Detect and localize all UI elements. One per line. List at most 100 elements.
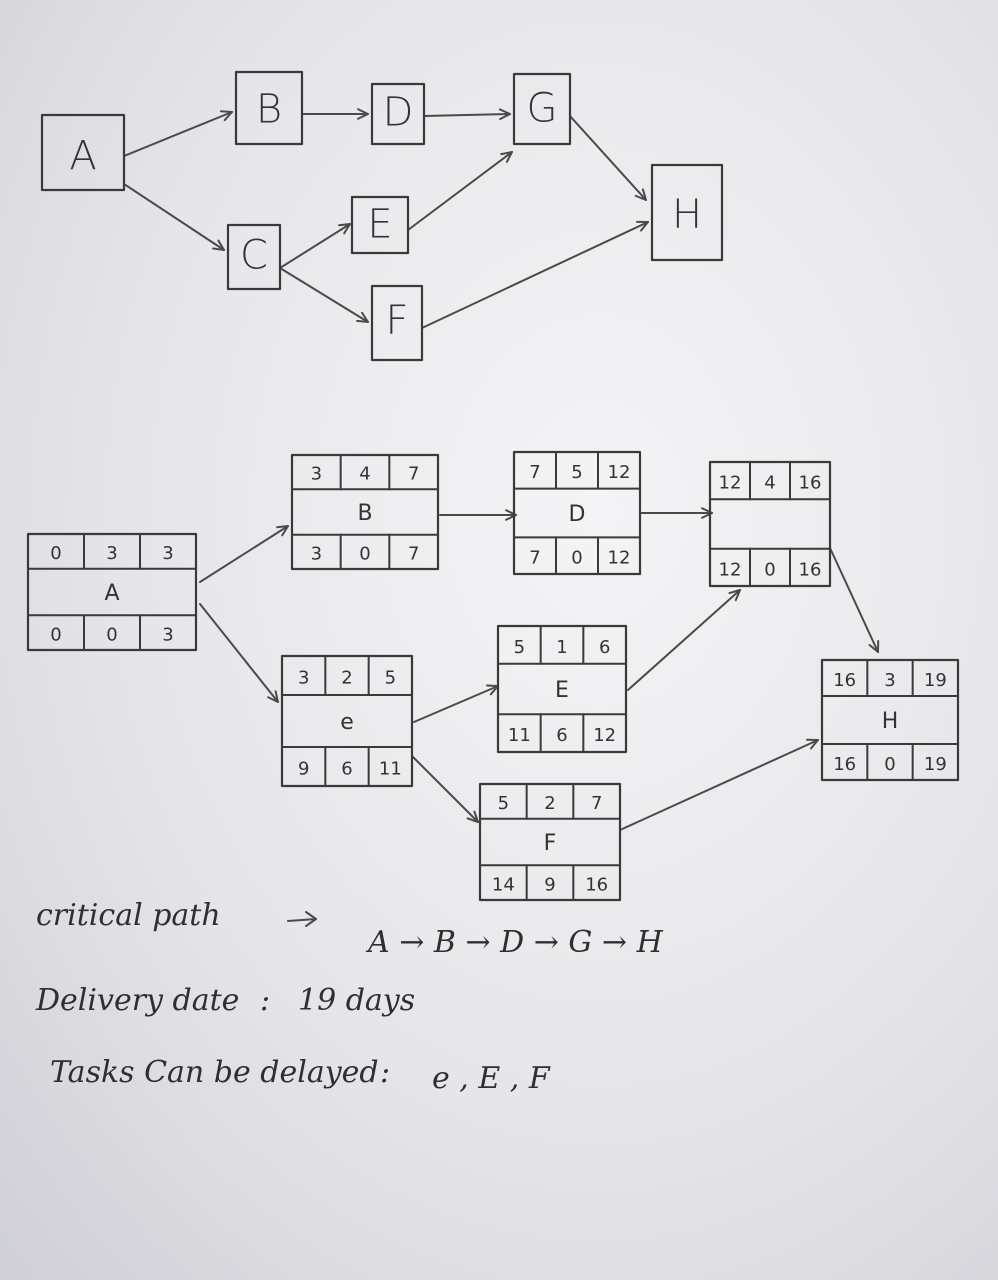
node-top-cell: 3 xyxy=(162,543,173,564)
edge-a-c xyxy=(123,183,225,251)
network-edge-g-h xyxy=(829,547,880,653)
node-bottom-cell: 12 xyxy=(719,559,742,580)
node-top-cell: 16 xyxy=(799,473,822,494)
node-top-cell: 5 xyxy=(385,667,396,688)
node-top-cell: 3 xyxy=(311,464,322,485)
notes: critical path A → B → D → G → H Delivery… xyxy=(35,898,664,1096)
node-top-cell: 7 xyxy=(591,793,602,814)
edge-g-h xyxy=(569,115,647,201)
node-bottom-cell: 0 xyxy=(106,624,117,645)
activity-node-label: E xyxy=(555,678,569,703)
node-bottom-cell: 6 xyxy=(341,758,352,779)
node-bottom-cell: 11 xyxy=(379,758,402,779)
node-top-cell: 3 xyxy=(884,670,895,691)
edge-c-e xyxy=(279,223,351,269)
node-bottom-cell: 0 xyxy=(50,624,61,645)
network-edges xyxy=(199,507,880,831)
node-bottom-cell: 16 xyxy=(799,559,822,580)
node-top-cell: 7 xyxy=(529,462,540,483)
precedence-node-label: A xyxy=(69,133,96,179)
edge-f-h xyxy=(421,220,649,329)
critical-path-label: critical path xyxy=(36,898,221,933)
network-edge-c-e xyxy=(413,684,499,723)
node-bottom-cell: 0 xyxy=(571,548,582,569)
precedence-node-label: H xyxy=(672,192,702,238)
node-top-cell: 1 xyxy=(556,637,567,658)
activity-node-label: D xyxy=(569,502,586,527)
activity-node-f: 5 2 7 14 9 16 F xyxy=(478,782,622,902)
node-top-cell: 2 xyxy=(544,793,555,814)
precedence-node-d: D xyxy=(370,82,426,146)
delivery-label: Delivery date xyxy=(35,983,239,1018)
network-edge-c-f xyxy=(411,755,479,823)
node-bottom-cell: 0 xyxy=(884,754,895,775)
precedence-node-e: E xyxy=(350,195,410,255)
node-top-cell: 12 xyxy=(608,462,631,483)
node-top-cell: 12 xyxy=(719,473,742,494)
node-bottom-cell: 12 xyxy=(593,725,616,746)
node-top-cell: 3 xyxy=(298,667,309,688)
node-bottom-cell: 16 xyxy=(585,874,608,895)
network-edge-a-c xyxy=(199,603,279,703)
node-bottom-cell: 9 xyxy=(544,874,555,895)
node-bottom-cell: 3 xyxy=(311,544,322,565)
activity-node-label: e xyxy=(340,710,354,735)
node-bottom-cell: 9 xyxy=(298,758,309,779)
node-top-cell: 5 xyxy=(498,793,509,814)
node-top-cell: 7 xyxy=(408,464,419,485)
edge-d-g xyxy=(423,108,511,121)
activity-node-label: H xyxy=(882,709,899,734)
precedence-node-h: H xyxy=(650,163,724,262)
node-bottom-cell: 0 xyxy=(359,544,370,565)
precedence-node-label: F xyxy=(385,298,408,344)
precedence-node-label: E xyxy=(367,201,392,247)
node-top-cell: 5 xyxy=(571,462,582,483)
edge-b-d xyxy=(301,108,369,120)
activity-node-label: A xyxy=(104,581,119,606)
edge-c-f xyxy=(279,267,369,323)
network-edge-a-b xyxy=(199,525,289,583)
node-bottom-cell: 6 xyxy=(556,725,567,746)
delay-value: e , E , F xyxy=(432,1061,551,1096)
precedence-node-label: B xyxy=(256,87,282,133)
network-edge-f-h xyxy=(619,738,819,831)
svg-text::: : xyxy=(380,1055,390,1090)
precedence-node-label: C xyxy=(240,233,268,279)
node-top-cell: 5 xyxy=(514,637,525,658)
delivery-value: 19 days xyxy=(298,983,415,1018)
activity-node-label: F xyxy=(544,831,557,856)
activity-node-label: B xyxy=(357,501,372,526)
precedence-edges xyxy=(123,108,649,329)
node-top-cell: 3 xyxy=(106,543,117,564)
precedence-node-b: B xyxy=(234,70,304,146)
node-bottom-cell: 12 xyxy=(608,548,631,569)
node-bottom-cell: 16 xyxy=(833,754,856,775)
precedence-node-label: D xyxy=(383,90,414,136)
network-edge-b-d xyxy=(439,509,517,521)
precedence-graph: A B C D E F G H xyxy=(40,70,724,362)
precedence-node-f: F xyxy=(370,284,424,362)
critical-path-arrow-icon xyxy=(287,911,317,927)
node-top-cell: 2 xyxy=(341,667,352,688)
node-top-cell: 16 xyxy=(833,670,856,691)
precedence-node-a: A xyxy=(40,113,126,192)
svg-text::: : xyxy=(260,983,270,1018)
delay-label: Tasks Can be delayed xyxy=(50,1055,379,1090)
node-bottom-cell: 19 xyxy=(924,754,947,775)
node-bottom-cell: 11 xyxy=(508,725,531,746)
node-bottom-cell: 14 xyxy=(492,874,515,895)
activity-node-c: 3 2 5 9 6 11 e xyxy=(280,654,414,788)
precedence-node-g: G xyxy=(512,72,572,146)
node-top-cell: 0 xyxy=(50,543,61,564)
network-edge-d-g xyxy=(639,507,713,519)
node-top-cell: 4 xyxy=(764,473,775,494)
edge-e-g xyxy=(407,151,513,231)
critical-path-value: A → B → D → G → H xyxy=(365,925,664,960)
